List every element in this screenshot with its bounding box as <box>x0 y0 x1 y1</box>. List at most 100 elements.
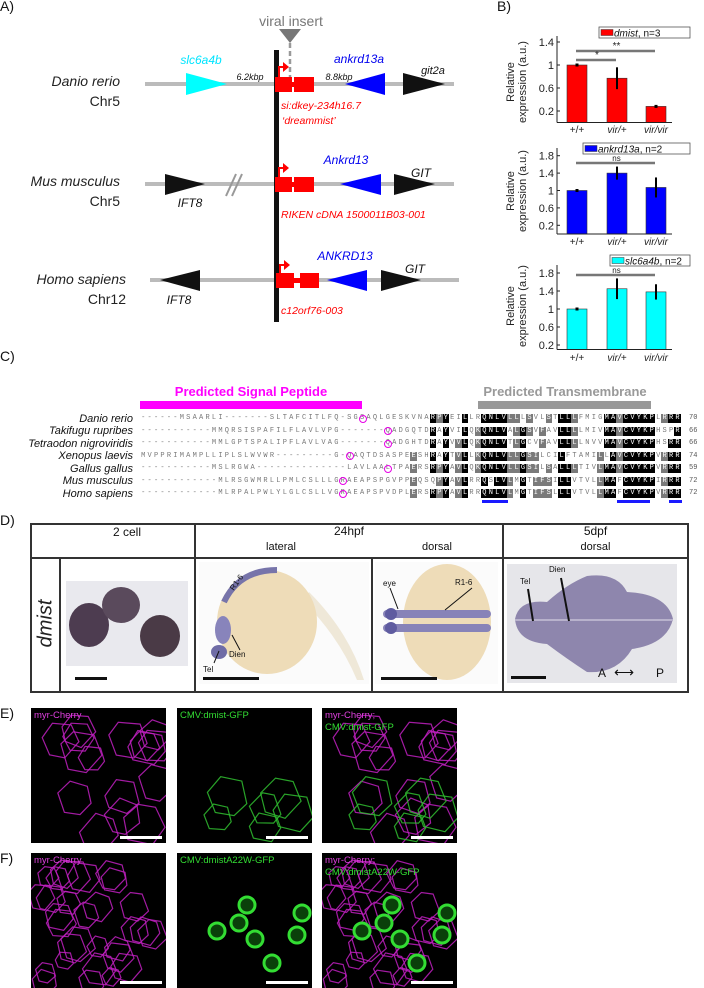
residue: A <box>508 426 513 435</box>
scale-bar <box>266 981 308 984</box>
residue: H <box>656 426 661 435</box>
chromosome-break-icon <box>225 173 243 197</box>
ankrd13-human-label: ANKRD13 <box>316 249 373 263</box>
residue: Y <box>635 476 643 486</box>
scale-bar <box>411 981 453 984</box>
residue: L <box>513 451 520 461</box>
residue: M <box>603 464 610 473</box>
residue: E <box>353 489 358 497</box>
residue: - <box>153 414 159 422</box>
residue: L <box>276 476 281 485</box>
residue: L <box>347 464 352 472</box>
residue: R <box>667 439 675 448</box>
y-tick-label: 0.2 <box>539 340 554 352</box>
bar-+/+ <box>566 190 588 235</box>
residue: P <box>648 439 655 448</box>
residue: L <box>205 451 210 460</box>
residue: A <box>372 464 378 472</box>
residue: G <box>385 414 390 422</box>
residue: D <box>424 439 429 447</box>
residue: L <box>327 476 332 485</box>
residue: P <box>256 426 262 435</box>
motif-underline <box>481 500 508 503</box>
residue: - <box>205 476 210 485</box>
residue: - <box>160 414 165 422</box>
residue: G <box>519 426 527 436</box>
residue: I <box>591 426 596 435</box>
channel-label-cherry: myr-Cherry; <box>325 710 376 721</box>
residue: L <box>540 414 545 422</box>
residue: S <box>308 476 313 485</box>
residue: L <box>461 426 469 436</box>
residue: V <box>656 451 661 460</box>
residue: L <box>494 414 501 423</box>
y-tick-label: 1 <box>548 304 554 316</box>
residue: A <box>609 451 617 461</box>
residue: E <box>392 414 397 422</box>
residue: - <box>340 426 345 435</box>
ift8-label: IFT8 <box>178 196 203 210</box>
col-header-2-cell: 2 cell <box>112 525 141 539</box>
panel-label-b: B) <box>497 0 511 14</box>
ift8-human-label: IFT8 <box>167 293 192 307</box>
residue: L <box>564 439 572 448</box>
residue: L <box>520 414 526 422</box>
y-tick-label: 1 <box>548 60 554 72</box>
y-tick-label: 0.6 <box>539 203 554 215</box>
residue: G <box>353 414 358 422</box>
residue: I <box>218 451 223 460</box>
residue: Y <box>635 426 643 436</box>
residue: L <box>591 476 596 485</box>
residue: L <box>244 451 249 460</box>
git-human-label: GIT <box>405 262 427 276</box>
residue: - <box>205 464 210 472</box>
channel-label-gfp: CMV:dmist-GFP <box>325 722 394 733</box>
residue: - <box>179 426 184 435</box>
dmist-gene-model <box>275 62 314 92</box>
residue: A <box>302 439 307 447</box>
chr-mus: Chr5 <box>90 193 121 209</box>
residue: L <box>494 439 501 448</box>
residue: N <box>417 414 423 422</box>
signal-peptide-bar <box>140 401 362 409</box>
species-name: Mus musculus <box>62 475 133 487</box>
significance-label: ns <box>612 154 620 163</box>
residue: F <box>578 414 584 422</box>
residue: I <box>276 426 281 435</box>
legend-label: ankrd13a, n=2 <box>598 145 663 156</box>
residue: A <box>366 414 371 422</box>
residue: V <box>656 464 661 472</box>
e-micrograph-2: CMV:dmist-GFP <box>177 708 312 843</box>
residue: V <box>327 489 332 497</box>
residue: A <box>392 439 397 447</box>
residue: T <box>417 426 423 435</box>
residue: K <box>642 489 649 498</box>
residue: P <box>379 476 384 485</box>
residue: - <box>166 426 172 435</box>
y-axis-label: expression (a.u.) <box>517 41 529 123</box>
residue: F <box>539 476 546 486</box>
legend-swatch <box>584 145 598 152</box>
residue: L <box>469 414 474 422</box>
bar-vir/vir <box>645 291 667 350</box>
dmist-alias: ‘dreammist’ <box>282 115 336 127</box>
legend-swatch <box>600 29 614 36</box>
cleavage-site-circle <box>384 464 393 473</box>
channel-label-gfp: CMV:dmistA22W-GFP <box>325 867 420 878</box>
residue: E <box>405 451 410 460</box>
residue: M <box>211 426 217 435</box>
residue: L <box>558 451 565 461</box>
residue: L <box>494 451 501 461</box>
col-header-24hpf: 24hpf <box>333 524 365 538</box>
residue: A <box>609 489 617 498</box>
residue: Q <box>481 414 488 423</box>
residue: L <box>269 476 275 485</box>
residue: - <box>231 414 236 422</box>
residue: A <box>546 439 551 447</box>
residue: L <box>295 426 300 435</box>
scale-bar <box>266 836 308 839</box>
ift8-gene-arrow <box>165 174 205 195</box>
residue: G <box>519 489 527 498</box>
residue: P <box>398 489 403 497</box>
residue: R <box>429 489 437 498</box>
